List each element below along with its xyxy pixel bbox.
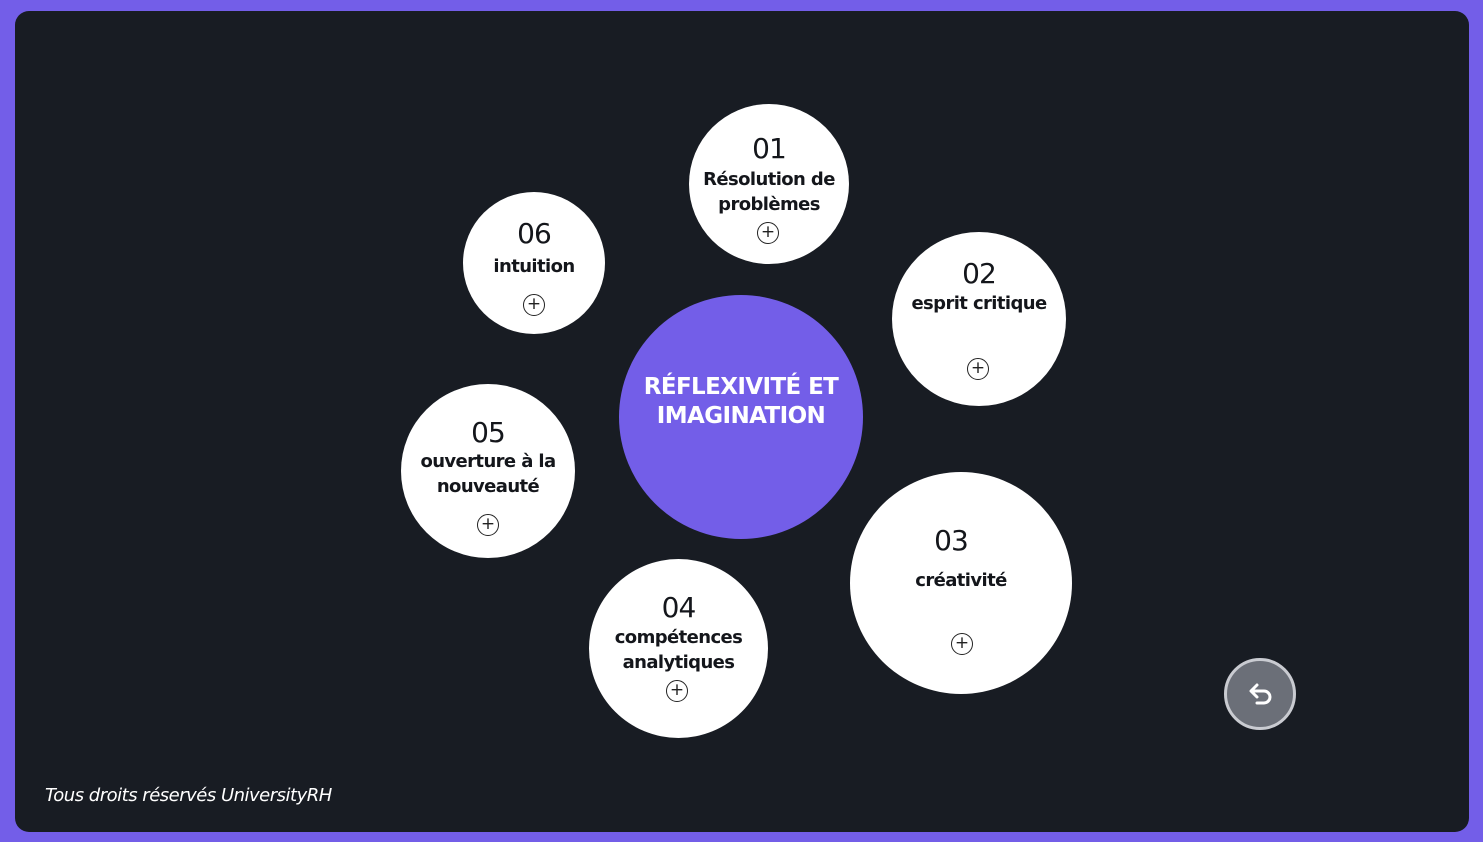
expand-plus-icon[interactable]: + — [477, 514, 499, 536]
expand-plus-icon[interactable]: + — [523, 294, 545, 316]
bubble-number: 06 — [517, 217, 552, 250]
bubble-02-esprit-critique[interactable]: 02 esprit critique + — [892, 232, 1066, 406]
bubble-label: intuition — [493, 256, 575, 277]
center-title: RÉFLEXIVITÉ ET IMAGINATION — [643, 374, 839, 429]
bubble-03-creativite[interactable]: 03 créativité + — [850, 472, 1072, 694]
bubble-number: 02 — [962, 257, 997, 290]
bubble-number: 05 — [471, 416, 506, 449]
bubble-06-intuition[interactable]: 06 intuition + — [463, 192, 605, 334]
bubble-label: esprit critique — [911, 293, 1047, 314]
expand-plus-icon[interactable]: + — [666, 680, 688, 702]
bubble-number: 04 — [661, 591, 697, 624]
center-topic-bubble: RÉFLEXIVITÉ ET IMAGINATION — [619, 295, 863, 539]
bubble-number: 01 — [752, 132, 787, 165]
bubble-label: ouverture à la nouveauté — [420, 451, 556, 497]
expand-plus-icon[interactable]: + — [951, 633, 973, 655]
bubble-label: Résolution de problèmes — [703, 169, 835, 215]
expand-plus-icon[interactable]: + — [757, 222, 779, 244]
slide-canvas: 01 Résolution de problèmes + 02 esprit c… — [15, 11, 1469, 832]
expand-plus-icon[interactable]: + — [967, 358, 989, 380]
bubble-label: compétences analytiques — [614, 627, 743, 673]
back-button[interactable] — [1224, 658, 1296, 730]
bubble-04-competences-analytiques[interactable]: 04 compétences analytiques + — [589, 559, 768, 738]
bubble-label: créativité — [915, 570, 1007, 591]
bubble-05-ouverture-nouveaute[interactable]: 05 ouverture à la nouveauté + — [401, 384, 575, 558]
bubble-01-resolution-problemes[interactable]: 01 Résolution de problèmes + — [689, 104, 849, 264]
undo-arrow-icon — [1249, 683, 1272, 705]
bubble-number: 03 — [934, 524, 969, 557]
copyright-footer: Tous droits réservés UniversityRH — [45, 785, 332, 806]
